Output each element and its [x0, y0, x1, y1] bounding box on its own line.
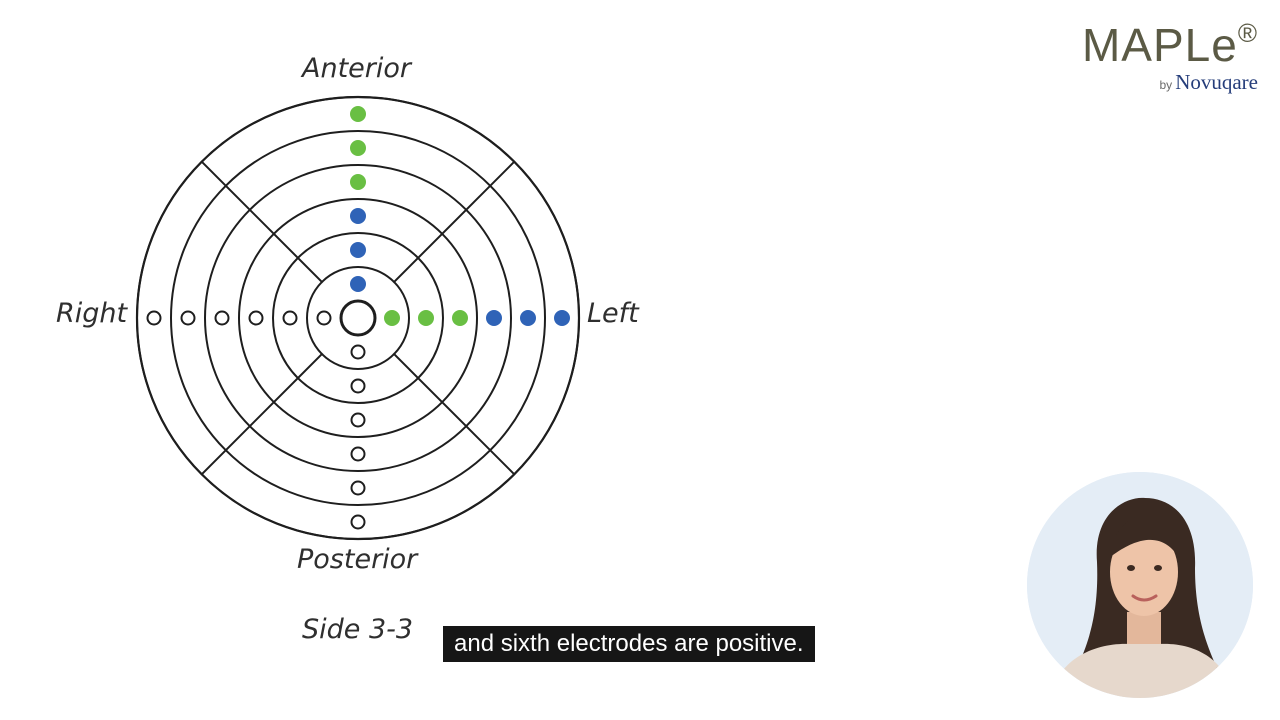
spoke-4	[392, 161, 515, 284]
logo-name: MAPLe	[1081, 19, 1238, 71]
subtitle-caption: and sixth electrodes are positive.	[443, 626, 815, 662]
left-electrode-6	[554, 310, 570, 326]
left-electrode-2	[418, 310, 434, 326]
posterior-electrode-5	[350, 480, 366, 496]
left-electrode-3	[452, 310, 468, 326]
posterior-label: Posterior	[297, 544, 418, 575]
anterior-electrode-3	[350, 208, 366, 224]
presenter-avatar	[1027, 472, 1253, 698]
right-electrode-2	[282, 310, 298, 326]
presenter-video	[1027, 472, 1253, 698]
left-electrode-4	[486, 310, 502, 326]
ring-4	[204, 164, 512, 472]
side-label: Side 3-3	[302, 614, 414, 645]
left-label: Left	[587, 298, 639, 329]
diagonal-spokes	[201, 161, 515, 475]
registered-mark: ®	[1237, 18, 1258, 48]
center-electrode	[339, 299, 377, 337]
right-label: Right	[56, 298, 128, 329]
posterior-electrode-1	[350, 344, 366, 360]
anterior-electrode-2	[350, 242, 366, 258]
concentric-rings	[135, 95, 581, 541]
ring-5	[170, 130, 546, 506]
right-electrode-4	[214, 310, 230, 326]
spoke-3	[201, 161, 324, 284]
logo-by: by	[1159, 78, 1173, 92]
ring-outer	[135, 95, 581, 541]
anterior-electrode-1	[350, 276, 366, 292]
ring-3	[238, 198, 478, 438]
ring-2	[272, 232, 444, 404]
anterior-label: Anterior	[302, 53, 412, 84]
spoke-2	[201, 352, 324, 475]
logo-brand: Novuqare	[1175, 70, 1258, 94]
ring-1	[306, 266, 410, 370]
posterior-electrode-4	[350, 446, 366, 462]
anterior-electrode-5	[350, 140, 366, 156]
posterior-electrode-2	[350, 378, 366, 394]
left-electrode-5	[520, 310, 536, 326]
right-electrode-6	[146, 310, 162, 326]
right-electrode-3	[248, 310, 264, 326]
left-electrode-1	[384, 310, 400, 326]
posterior-electrode-6	[350, 514, 366, 530]
electrode-markers	[146, 106, 570, 530]
anterior-electrode-4	[350, 174, 366, 190]
right-electrode-5	[180, 310, 196, 326]
right-electrode-1	[316, 310, 332, 326]
anterior-electrode-6	[350, 106, 366, 122]
posterior-electrode-3	[350, 412, 366, 428]
spoke-1	[392, 352, 515, 475]
